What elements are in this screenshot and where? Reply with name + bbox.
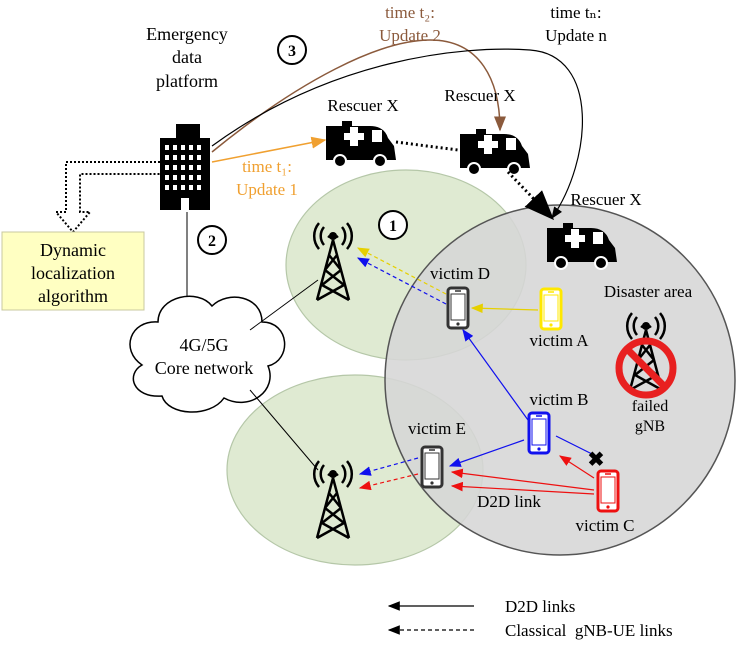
failed-gnb-label-line1: failed [632,398,668,415]
update-2-label-line2: Update 2 [379,26,441,45]
algorithm-label-line2: localization [31,263,115,283]
smartphone-icon [527,411,551,455]
core-label-line1: 4G/5G [180,335,229,355]
step-1-marker [378,210,408,240]
failed-gnb-label-line2: gNB [635,418,665,435]
smartphone-icon [446,286,470,330]
rescuer-label-2: Rescuer X [444,86,515,105]
update-2-arrow [211,39,506,153]
update-1-label-line2: Update 1 [236,180,298,199]
legend-d2d-label: D2D links [505,597,575,616]
victim-d-label: victim D [430,264,490,283]
update-1-label-line1: time t₁: [242,157,292,176]
victim-c-label: victim C [575,516,634,535]
failed-gnb-tower [615,311,677,399]
building-icon [160,124,210,210]
ambulance-icon [325,120,397,168]
ambulance-icon [459,128,531,176]
d2d-link-label: D2D link [477,492,541,511]
disaster-area-label: Disaster area [604,282,693,301]
smartphone-icon [539,287,563,331]
smartphone-icon [420,445,444,489]
algorithm-label-line1: Dynamic [40,240,106,260]
step-2-label: 2 [208,233,216,250]
legend: D2D links Classical gNB-UE links [387,597,673,640]
platform-label-line1: Emergency [146,24,228,44]
d2d-link-c-to-e-2 [450,481,595,495]
d2d-link-c-to-b [558,455,595,479]
update-n-label-line2: Update n [545,26,607,45]
block-arrow-icon [53,161,160,234]
step-2-marker [197,225,227,255]
gnb-link-d-blue [356,257,447,305]
core-label-line2: Core network [155,358,253,378]
step-3-marker [277,35,307,65]
update-n-arrow [211,48,583,219]
platform-label-line2: data [172,47,202,67]
victim-a-label: victim A [529,331,589,350]
rescuer-path-1 [395,140,459,152]
d2d-link-c-to-e [450,468,595,491]
victim-b-label: victim B [529,390,588,409]
gnb-link-e-blue [358,457,419,476]
cloud-icon [129,295,286,413]
platform-label-line3: platform [156,71,218,91]
forbidden-sign-slash [624,346,668,390]
d2d-link-a-to-d [470,303,539,314]
victim-e-label: victim E [408,419,466,438]
backhaul-lower [249,389,319,471]
backhaul-upper [249,279,319,331]
link-broken-mark: ✖ [588,449,605,471]
step-1-label: 1 [389,218,397,235]
update-n-label-line1: time tₙ: [550,3,601,22]
d2d-link-b-to-e [448,439,525,467]
rescuer-label-3: Rescuer X [570,190,641,209]
update-1-arrow [211,136,327,163]
algorithm-label-line3: algorithm [38,286,108,306]
rescuer-label-1: Rescuer X [327,96,398,115]
d2d-link-b-to-c-broken [555,435,597,457]
legend-classical-label: Classical gNB-UE links [505,621,673,640]
step-3-label: 3 [288,43,296,60]
d2d-link-b-to-d [462,329,529,421]
update-2-label-line1: time t₂: [385,3,435,22]
gnb-link-e-red [358,473,419,491]
smartphone-icon [596,469,620,513]
rescuer-path-2 [506,170,555,221]
gnb-link-d-yellow [356,247,447,295]
forbidden-sign-icon [615,337,677,399]
algorithm-box [1,231,145,311]
